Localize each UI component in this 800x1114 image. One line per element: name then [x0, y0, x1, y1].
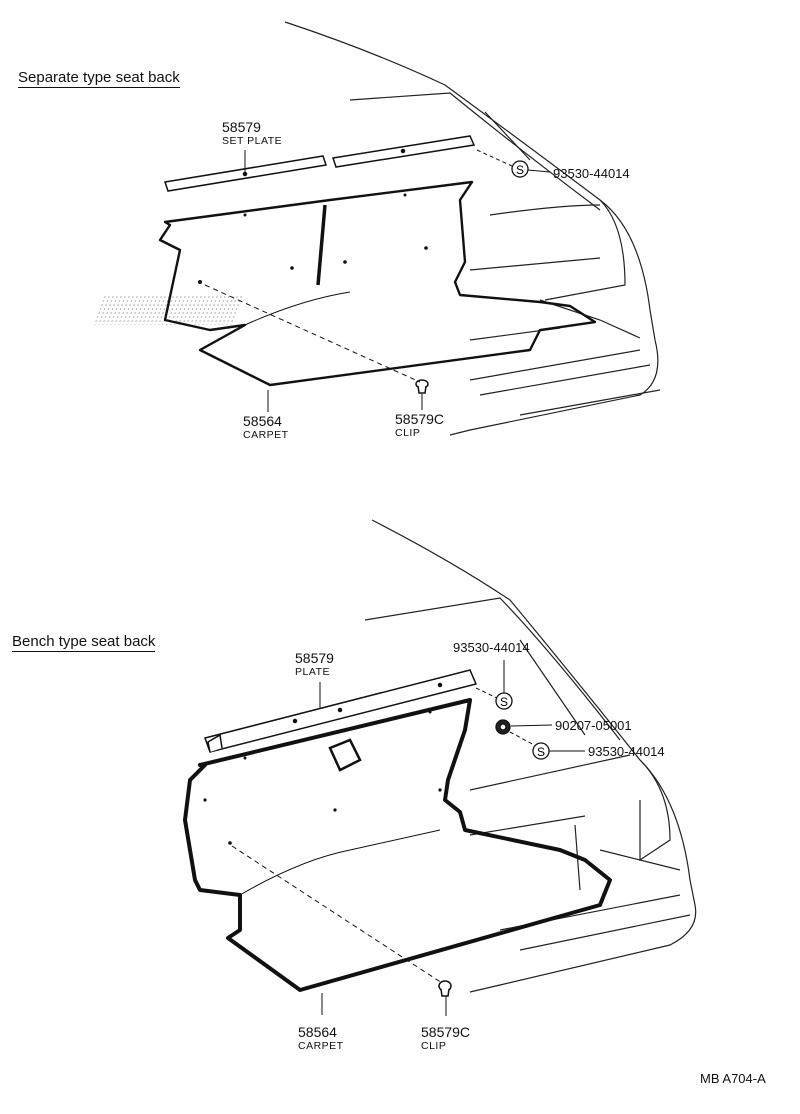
svg-text:S: S [516, 163, 524, 177]
car-body-outline-bottom [364, 519, 697, 993]
carpet-part-no-top: 58564 [243, 413, 282, 429]
clip-part-no-top: 58579C [395, 411, 445, 427]
clip-name-top: CLIP [395, 427, 421, 439]
carpet-holes-bottom [203, 710, 442, 845]
carpet-name-top: CARPET [243, 429, 289, 441]
clip-part-no-bottom: 58579C [421, 1024, 471, 1040]
diagram-code: MB A704-A [700, 1071, 766, 1086]
carpet-inner-bottom [239, 738, 441, 896]
clip-bottom-icon [438, 980, 452, 997]
svg-text:S: S [537, 745, 545, 759]
leader-lines-bottom [231, 660, 585, 1016]
carpet-bottom [183, 698, 612, 992]
screw-symbol-bottom-upper: S [495, 692, 513, 710]
leader-lines-top [204, 149, 551, 412]
carpet-shading-top [91, 295, 243, 325]
plate-part-no-top: 58579 [222, 119, 261, 135]
set-plate-top [164, 135, 476, 192]
section-title-bench: Bench type seat back [12, 633, 156, 652]
screw-symbol-top: S [511, 160, 529, 178]
carpet-part-no-bottom: 58564 [298, 1024, 337, 1040]
svg-text:S: S [500, 695, 508, 709]
clip-top-icon [415, 379, 429, 394]
carpet-top [158, 180, 597, 387]
nut-part-no: 90207-05001 [555, 718, 632, 733]
section-title-separate: Separate type seat back [18, 69, 180, 88]
screw-upper-part-no: 93530-44014 [453, 640, 530, 655]
carpet-name-bottom: CARPET [298, 1040, 344, 1052]
car-body-outline-top [284, 21, 661, 436]
plate-part-no-bottom: 58579 [295, 650, 334, 666]
plate-name-top: SET PLATE [222, 135, 283, 147]
plate-name-bottom: PLATE [295, 666, 330, 678]
nut-icon [495, 719, 511, 735]
screw-part-no-top: 93530-44014 [553, 166, 630, 181]
plate-bottom [204, 669, 478, 753]
screw-lower-part-no: 93530-44014 [588, 744, 665, 759]
clip-name-bottom: CLIP [421, 1040, 447, 1052]
carpet-holes-top [198, 193, 428, 284]
screw-symbol-bottom-lower: S [532, 742, 550, 760]
